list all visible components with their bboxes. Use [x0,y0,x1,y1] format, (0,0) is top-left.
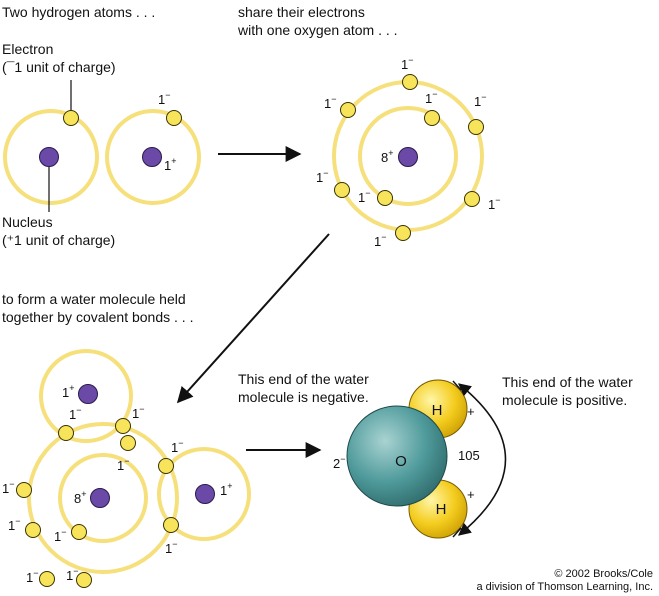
hydrogen-nucleus-charge-label: 1+ [220,481,233,498]
electron-charge-label: 1− [474,92,487,109]
hydrogen-symbol: H [436,501,447,518]
caption-water-molecule: to form a water molecule held together b… [2,290,193,326]
electron [158,458,174,474]
caption-share-electrons: share their electrons with one oxygen at… [238,3,398,39]
electron [16,482,32,498]
credit-line: © 2002 Brooks/Cole [554,568,653,580]
oxygen-nucleus-charge-label: 8+ [381,148,394,165]
nucleus [142,147,162,167]
electron-charge-label: 1− [425,89,438,106]
electron-charge-label: 1− [324,94,337,111]
nucleus-charge-labels: 1+ 8+ 1+ 8+ 1+ [62,148,394,506]
oxygen-charge-label: 2− [333,454,346,471]
electron-charge-label: 1− [8,516,21,533]
label-nucleus: Nucleus (⁺1 unit of charge) [2,213,115,249]
copyright-credit: © 2002 Brooks/Cole a division of Thomson… [476,568,653,594]
caption-line: molecule is negative. [238,389,369,405]
orbit-ring [27,422,179,574]
label-electron-charge: (¯1 unit of charge) [2,59,116,75]
electron-charge-label: 1− [316,168,329,185]
electron [464,191,480,207]
arrow-diagonal [176,233,330,404]
electron [395,225,411,241]
electron-charge-label: 1− [26,568,39,585]
electron [424,110,440,126]
electron-charge-label: 1− [374,232,387,249]
nucleus [398,147,418,167]
electron-charge-label: 1− [132,404,145,421]
electron [39,571,55,587]
nuclei [39,147,418,508]
nucleus [78,384,98,404]
nucleus [195,484,215,504]
label-electron: Electron (¯1 unit of charge) [2,40,116,76]
orbit-ring [358,106,458,206]
label-nucleus-title: Nucleus [2,214,53,230]
caption-line: share their electrons [238,4,365,20]
electron-charge-label: 1− [488,195,501,212]
hydrogen-nucleus-charge-label: 1+ [62,383,75,400]
orbit-ring [3,109,99,205]
orbit-ring [157,447,251,541]
electrons [16,74,484,588]
electron [25,522,41,538]
electron [120,435,136,451]
orbit-ring [105,109,201,205]
electron [71,524,87,540]
electron [340,102,356,118]
nucleus [90,488,110,508]
label-nucleus-charge: (⁺1 unit of charge) [2,232,116,248]
oxygen-sphere [346,405,448,507]
electron-charge-labels: 1− 1− 1− 1− 1− 1− 1− 1− 1− 1− 1− 1− 1− 1− 1− 1− 1− 1− 1− [2,55,501,585]
hydrogen-partial-charge: + [467,404,475,419]
nucleus [39,147,59,167]
electron [58,425,74,441]
electron [115,418,131,434]
electron [334,182,350,198]
electron-charge-label: 1− [54,527,67,544]
caption-line: with one oxygen atom . . . [238,22,398,38]
credit-line: a division of Thomson Learning, Inc. [476,581,653,593]
electron-charge-label: 1− [158,90,171,107]
electron [76,572,92,588]
electron [402,74,418,90]
electron-charge-label: 1− [165,539,178,556]
electron-charge-label: 1− [69,405,82,422]
electron [163,517,179,533]
bond-angle-arc [458,383,507,536]
caption-negative-end: This end of the water molecule is negati… [238,370,369,406]
caption-line: This end of the water [502,374,633,390]
caption-line: This end of the water [238,371,369,387]
hydrogen-partial-charge: + [467,487,475,502]
electron-charge-label: 1− [66,566,79,583]
electron-charge-label: 1− [117,456,130,473]
hydrogen-symbol: H [432,402,443,419]
caption-line: Two hydrogen atoms . . . [2,4,156,20]
oxygen-symbol: O [395,453,407,470]
caption-line: to form a water molecule held [2,291,186,307]
electron [166,110,182,126]
label-electron-title: Electron [2,41,54,57]
electron [468,119,484,135]
caption-line: together by covalent bonds . . . [2,309,194,325]
electron-charge-label: 1− [171,438,184,455]
process-arrows [176,146,330,458]
polar-water-molecule: O H H 2− + +105 [333,379,507,539]
orbit-ring [58,453,148,543]
electron [63,110,79,126]
caption-positive-end: This end of the water molecule is positi… [502,373,633,409]
caption-hydrogen-atoms: Two hydrogen atoms . . . [2,3,155,21]
pointer-lines [48,80,72,212]
electron-charge-label: 1− [2,479,15,496]
caption-line: molecule is positive. [502,392,628,408]
electron-charge-label: 1− [401,55,414,72]
electron [377,190,393,206]
hydrogen-nucleus-charge-label: 1+ [164,156,177,173]
bond-angle-label: 105 [458,448,480,463]
orbit-ring [39,349,133,443]
electron-charge-label: 1− [358,188,371,205]
oxygen-nucleus-charge-label: 8+ [74,489,87,506]
